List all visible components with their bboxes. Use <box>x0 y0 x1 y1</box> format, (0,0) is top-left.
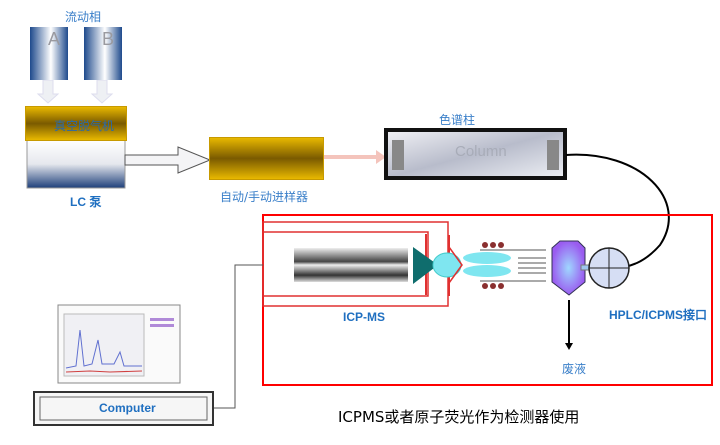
autosampler <box>209 137 324 180</box>
icpms-label: ICP-MS <box>343 310 385 324</box>
autosampler-label: 自动/手动进样器 <box>220 190 309 204</box>
bottle-b-label: B <box>102 29 115 49</box>
degasser: 真空脱气机 <box>25 106 127 141</box>
interface-label: HPLC/ICPMS接口 <box>609 308 708 322</box>
bottle-a-label: A <box>48 29 61 49</box>
spray-chamber <box>551 240 586 296</box>
caption: ICPMS或者原子荧光作为检测器使用 <box>338 408 580 426</box>
computer-label: Computer <box>99 401 156 415</box>
flow-arrows-bottles <box>36 79 114 104</box>
column-label: 色谱柱 <box>439 113 476 127</box>
degasser-label: 真空脱气机 <box>54 119 115 133</box>
bottle-b: B <box>84 27 122 80</box>
column-outlet-tube <box>565 153 670 269</box>
computer-cable <box>213 264 263 409</box>
waste-label: 废液 <box>562 362 587 376</box>
column <box>384 128 567 180</box>
lc-pump-label: LC 泵 <box>70 195 102 209</box>
bottle-a: A <box>30 27 68 80</box>
pump-to-sampler-arrow <box>124 146 212 174</box>
detector-highlight-box <box>262 214 713 386</box>
mobile-phase-label: 流动相 <box>65 10 102 24</box>
column-inner-text: Column <box>455 143 507 160</box>
lc-pump <box>26 139 126 189</box>
